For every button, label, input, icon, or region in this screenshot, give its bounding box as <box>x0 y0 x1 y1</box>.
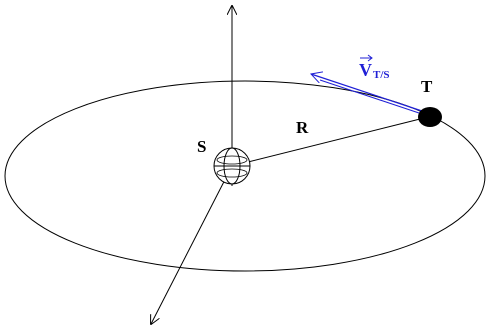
velocity-label-overarrow-head <box>367 54 373 62</box>
orbit-ellipse <box>4 80 486 272</box>
radius-label: R <box>296 118 309 137</box>
planet-disc-icon <box>418 107 442 127</box>
oblique-axis-arrow <box>151 165 233 324</box>
velocity-label: V T/S <box>359 54 390 81</box>
planet-label: T <box>421 77 433 96</box>
radius-line <box>231 116 429 167</box>
velocity-label-subscript: T/S <box>373 69 390 81</box>
velocity-vector-arrow-shadow <box>319 79 423 115</box>
velocity-label-symbol: V <box>359 60 372 80</box>
velocity-vector-arrow <box>311 74 423 112</box>
sun-globe-icon <box>213 147 251 185</box>
sun-label: S <box>197 137 206 156</box>
